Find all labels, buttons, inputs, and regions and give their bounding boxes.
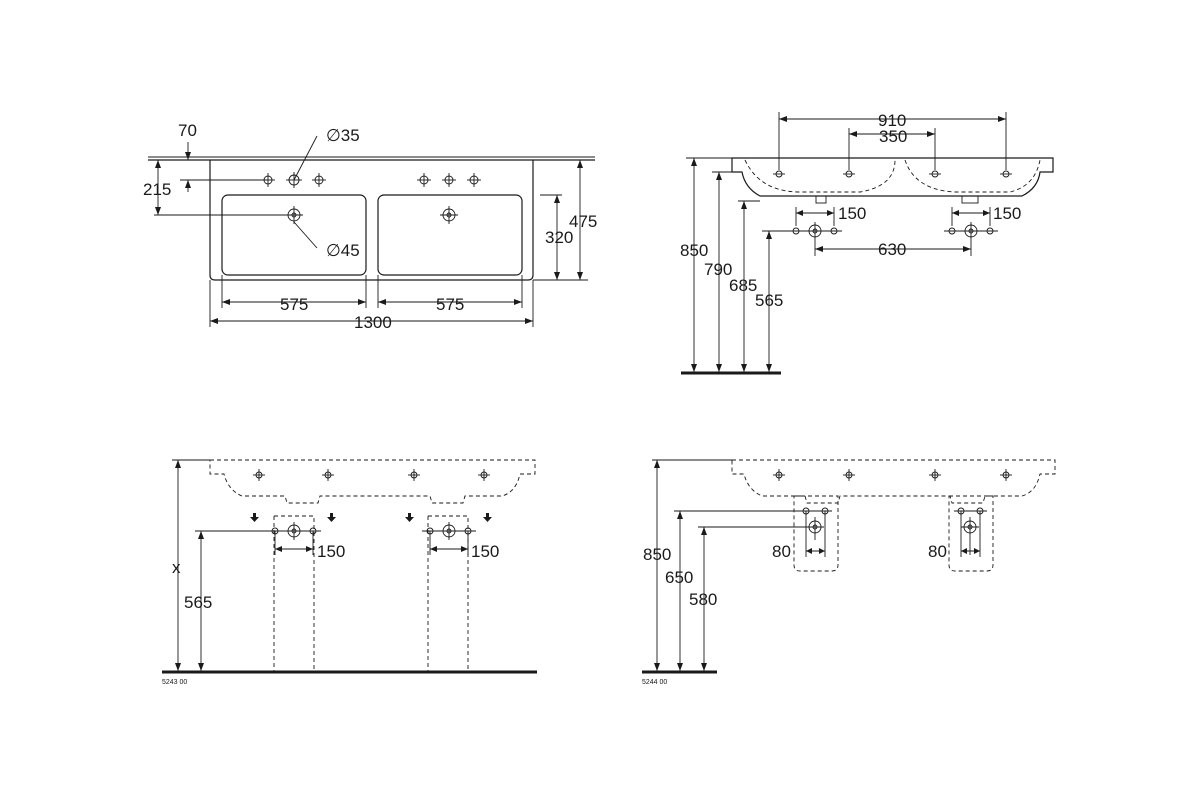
siphon-view: 850 650 580 80 80 5244 00 [642,459,1056,686]
pedestal-right [427,515,469,671]
dim-80-right: 80 [928,542,947,561]
pedestal-view: x 565 150 150 5243 00 [162,459,537,686]
dim-910: 910 [878,111,906,130]
dim-150-right: 150 [471,542,499,561]
dim-diameter-45: ∅45 [326,241,360,260]
drain-hole-icon [285,206,458,224]
fitting-icon [267,522,476,540]
basin-front-outline [731,157,1054,197]
product-code: 5244 00 [642,679,667,686]
basin-dashed [731,459,1056,504]
siphon-cover-left [793,495,839,572]
tap-hole-icon [773,469,1012,481]
tap-hole-icon [773,170,1012,178]
basin-outline [209,160,534,281]
dim-diameter-35: ∅35 [326,126,360,145]
dim-320: 320 [545,228,573,247]
bowl-left [221,194,367,276]
tap-hole-icon [253,469,490,481]
dim-70: 70 [178,121,197,140]
dim-580: 580 [689,590,717,609]
bowl-left-dashed [744,159,896,193]
dim-475: 475 [569,212,597,231]
front-view: 910 350 150 150 630 850 790 685 565 [680,111,1054,375]
dim-150-left: 150 [838,204,866,223]
product-code: 5243 00 [162,679,187,686]
fitting-icon [788,222,998,256]
dim-x: x [172,558,181,577]
dim-575-right: 575 [436,295,464,314]
dim-630: 630 [878,240,906,259]
siphon-cover-right [948,495,994,572]
dim-790: 790 [704,260,732,279]
dim-685: 685 [729,276,757,295]
dim-650: 650 [665,568,693,587]
fitting-icon [799,507,987,555]
dim-850: 850 [643,545,671,564]
basin-dashed [209,459,536,504]
dim-150-left: 150 [317,542,345,561]
bowl-right-dashed [904,159,1041,193]
dim-1300: 1300 [354,313,392,332]
dim-850: 850 [680,241,708,260]
top-view: 70 215 ∅35 ∅45 320 475 575 575 1300 [143,121,597,332]
arrow-down-icon [250,513,492,522]
dim-565: 565 [184,593,212,612]
dim-80-left: 80 [772,542,791,561]
bowl-right [377,194,523,276]
dim-150-right: 150 [993,204,1021,223]
dim-350: 350 [879,127,907,146]
dim-215: 215 [143,180,171,199]
dim-565: 565 [755,291,783,310]
dim-575-left: 575 [280,295,308,314]
pedestal-left [273,515,315,671]
